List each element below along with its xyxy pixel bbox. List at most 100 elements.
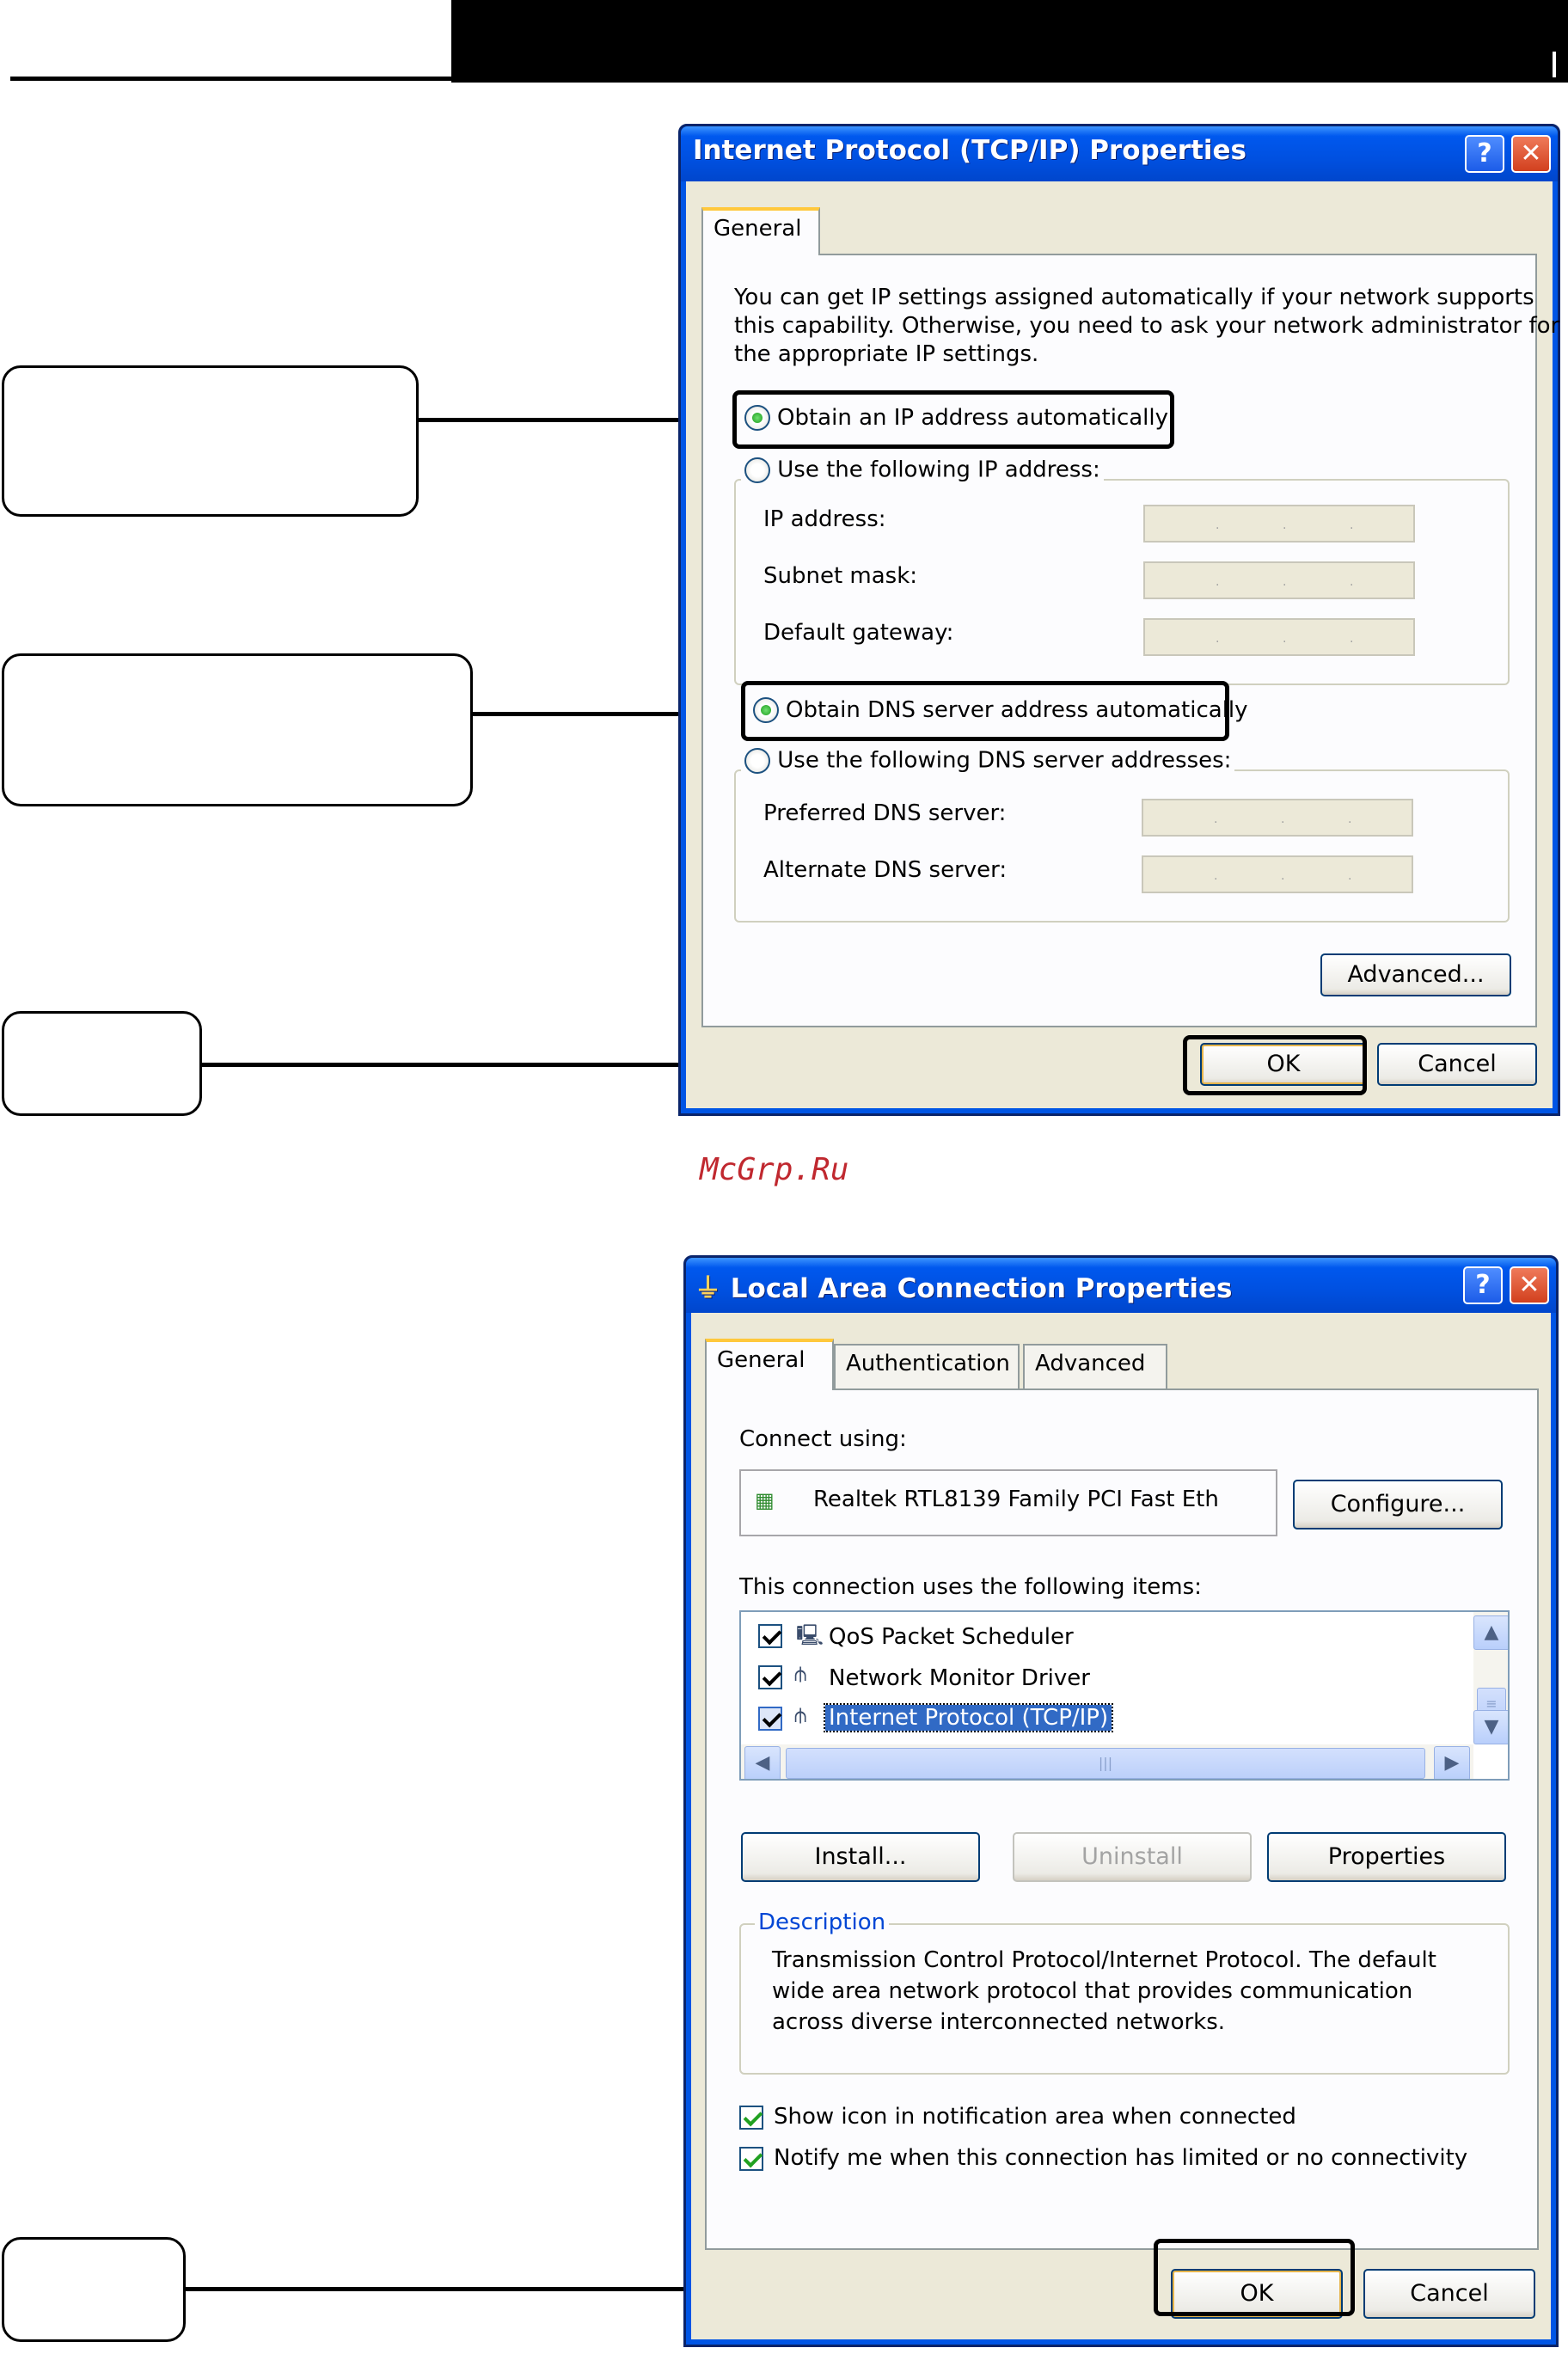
protocol-icon: ⫛ (794, 1662, 807, 1686)
tcpip-checkbox[interactable] (758, 1707, 782, 1731)
horizontal-scroll-thumb[interactable]: ||| (786, 1748, 1425, 1779)
uninstall-button[interactable]: Uninstall (1013, 1832, 1252, 1882)
callout-obtain-dns (2, 653, 473, 806)
tab-general[interactable]: General (701, 207, 820, 255)
ip-address-field: ... (1143, 505, 1415, 543)
default-gateway-label: Default gateway: (763, 620, 954, 646)
use-ip-label[interactable]: Use the following IP address: (777, 457, 1100, 483)
intro-text-line-1: You can get IP settings assigned automat… (734, 285, 1534, 310)
list-item[interactable]: ⫛ Network Monitor Driver (758, 1662, 1463, 1696)
subnet-mask-field: ... (1143, 561, 1415, 599)
scheduler-icon: 🖳 (796, 1623, 824, 1647)
monitor-driver-checkbox[interactable] (758, 1665, 782, 1689)
show-icon-label[interactable]: Show icon in notification area when conn… (774, 2104, 1296, 2130)
list-item[interactable]: 🖳 QoS Packet Scheduler (758, 1621, 1463, 1655)
qos-item-label: QoS Packet Scheduler (829, 1624, 1074, 1650)
default-gateway-field: ... (1143, 618, 1415, 656)
tcpip-title-bar[interactable]: Internet Protocol (TCP/IP) Properties ? … (681, 126, 1558, 181)
configure-button[interactable]: Configure... (1293, 1480, 1503, 1529)
tcpip-item-label: Internet Protocol (TCP/IP) (823, 1703, 1114, 1732)
dns-server-group (734, 769, 1510, 923)
callout-ok-tcpip (2, 1011, 202, 1116)
lan-window-title-wrap: ⏚ Local Area Connection Properties (695, 1266, 1233, 1305)
ok-button[interactable]: OK (1200, 1043, 1367, 1086)
page-header-bar (451, 0, 1568, 83)
page-header-notch (1553, 52, 1556, 77)
adapter-box: ▦ Realtek RTL8139 Family PCI Fast Eth (739, 1469, 1277, 1536)
qos-checkbox[interactable] (758, 1624, 782, 1648)
watermark-text: McGrp.Ru (700, 1152, 849, 1187)
tcpip-general-panel: You can get IP settings assigned automat… (701, 254, 1559, 1027)
use-dns-option: Use the following DNS server addresses: (741, 747, 1235, 774)
callout-ok-lan (2, 2237, 186, 2342)
scroll-down-arrow-icon[interactable]: ▼ (1473, 1710, 1508, 1744)
tcpip-client-area: General You can get IP settings assigned… (686, 181, 1559, 1108)
highlight-obtain-dns (741, 681, 1229, 741)
leader-line-obtain-ip (418, 418, 734, 422)
items-label: This connection uses the following items… (739, 1574, 1202, 1600)
description-line-3: across diverse interconnected networks. (772, 2009, 1226, 2035)
components-listbox[interactable]: 🖳 QoS Packet Scheduler ⫛ Network Monitor… (739, 1610, 1510, 1781)
monitor-driver-item-label: Network Monitor Driver (829, 1665, 1090, 1691)
highlight-ok-lan (1154, 2239, 1355, 2316)
tcpip-window-title: Internet Protocol (TCP/IP) Properties (693, 135, 1247, 166)
lan-properties-window: ⏚ Local Area Connection Properties ? ✕ G… (683, 1255, 1559, 2347)
scroll-up-arrow-icon[interactable]: ▲ (1473, 1615, 1508, 1650)
obtain-dns-label[interactable]: Obtain DNS server address automatically (786, 697, 1248, 723)
alternate-dns-field: ... (1142, 855, 1413, 893)
lan-close-button[interactable]: ✕ (1510, 1266, 1549, 1304)
leader-line-obtain-dns (471, 712, 743, 716)
use-ip-option: Use the following IP address: (741, 457, 1104, 483)
lan-client-area: General Authentication Advanced Connect … (691, 1313, 1551, 2339)
protocol-icon: ⫛ (794, 1703, 807, 1727)
page-header-rule (10, 77, 1568, 81)
advanced-button[interactable]: Advanced... (1320, 953, 1511, 996)
highlight-obtain-ip (732, 390, 1174, 449)
lan-ok-button[interactable]: OK (1171, 2269, 1343, 2319)
use-dns-radio[interactable] (744, 747, 770, 774)
use-dns-label[interactable]: Use the following DNS server addresses: (777, 747, 1232, 774)
lan-help-button[interactable]: ? (1463, 1266, 1503, 1304)
install-button[interactable]: Install... (741, 1832, 980, 1882)
connect-using-label: Connect using: (739, 1426, 907, 1452)
use-ip-radio[interactable] (744, 457, 770, 483)
lan-title-bar[interactable]: ⏚ Local Area Connection Properties ? ✕ (686, 1258, 1556, 1313)
adapter-name: Realtek RTL8139 Family PCI Fast Eth (813, 1487, 1219, 1512)
notify-label[interactable]: Notify me when this connection has limit… (774, 2145, 1468, 2171)
show-icon-checkbox[interactable] (739, 2106, 763, 2130)
callout-obtain-ip (2, 365, 419, 517)
ip-address-label: IP address: (763, 506, 886, 532)
description-line-1: Transmission Control Protocol/Internet P… (772, 1947, 1436, 1973)
highlight-ok-tcpip (1183, 1035, 1367, 1095)
lan-window-title: Local Area Connection Properties (730, 1273, 1233, 1304)
description-group (739, 1923, 1510, 2075)
lan-general-panel: Connect using: ▦ Realtek RTL8139 Family … (705, 1388, 1539, 2250)
leader-line-ok-lan (184, 2287, 1157, 2291)
tab-authentication[interactable]: Authentication (834, 1344, 1020, 1390)
description-line-2: wide area network protocol that provides… (772, 1978, 1413, 2004)
notify-checkbox[interactable] (739, 2147, 763, 2171)
intro-text-line-2: this capability. Otherwise, you need to … (734, 313, 1560, 339)
scroll-left-arrow-icon[interactable]: ◀ (744, 1746, 781, 1779)
scroll-right-arrow-icon[interactable]: ▶ (1434, 1746, 1470, 1779)
properties-button[interactable]: Properties (1267, 1832, 1506, 1882)
tab-advanced[interactable]: Advanced (1023, 1344, 1167, 1390)
intro-text-line-3: the appropriate IP settings. (734, 341, 1039, 367)
help-button[interactable]: ? (1465, 135, 1504, 173)
lan-cancel-button[interactable]: Cancel (1363, 2269, 1535, 2319)
preferred-dns-label: Preferred DNS server: (763, 800, 1007, 826)
list-item[interactable]: ⫛ Internet Protocol (TCP/IP) (758, 1703, 1463, 1738)
cancel-button[interactable]: Cancel (1377, 1043, 1537, 1086)
tcpip-properties-window: Internet Protocol (TCP/IP) Properties ? … (678, 124, 1560, 1116)
tab-lan-general[interactable]: General (705, 1339, 834, 1390)
obtain-dns-radio[interactable] (753, 697, 779, 723)
network-connection-icon: ⏚ (695, 1273, 721, 1304)
description-title: Description (755, 1910, 890, 1935)
preferred-dns-field: ... (1142, 799, 1413, 837)
network-card-icon: ▦ (755, 1488, 775, 1512)
close-button[interactable]: ✕ (1511, 135, 1551, 173)
alternate-dns-label: Alternate DNS server: (763, 857, 1008, 883)
subnet-mask-label: Subnet mask: (763, 563, 918, 589)
obtain-ip-radio[interactable] (744, 405, 770, 431)
obtain-ip-label[interactable]: Obtain an IP address automatically (777, 405, 1169, 431)
